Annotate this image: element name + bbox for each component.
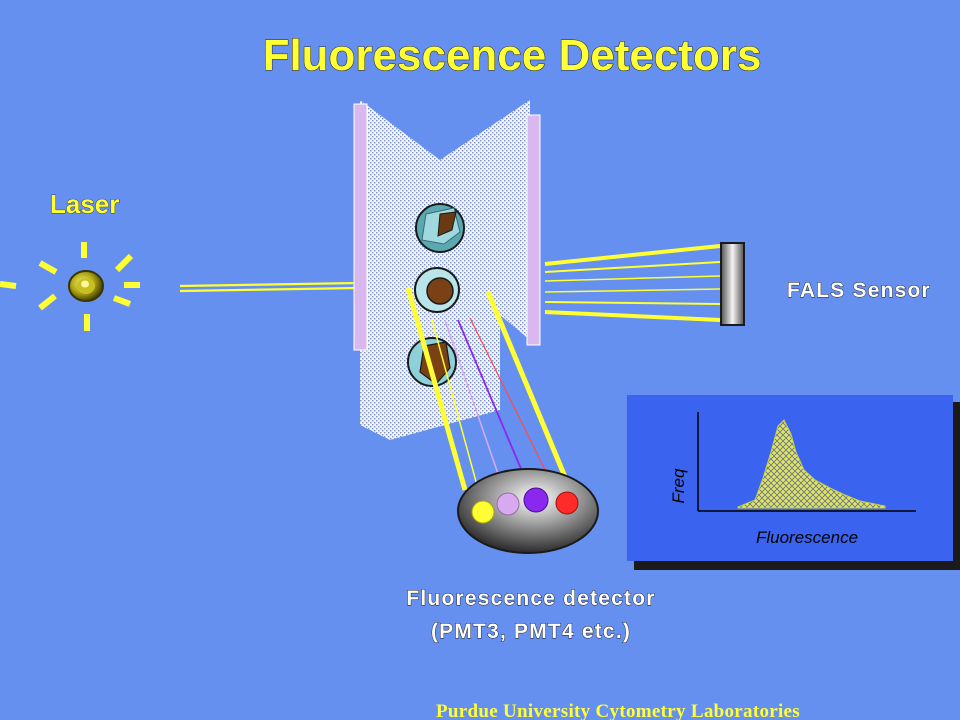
- forward-scatter-beams: [544, 244, 721, 322]
- detector-sublabel: (PMT3, PMT4 etc.): [431, 620, 631, 643]
- fals-sensor-icon: [720, 242, 745, 326]
- histogram-icon: Freq Fluorescence: [627, 395, 960, 570]
- cell-icon: [415, 203, 465, 253]
- histogram-x-label: Fluorescence: [756, 528, 858, 547]
- page-title: Fluorescence Detectors: [263, 31, 762, 80]
- footer-credit: Purdue University Cytometry Laboratories: [436, 701, 800, 720]
- cell-icon: [414, 267, 460, 313]
- pmt-detector-icon: [457, 468, 599, 554]
- laser-source-icon: [0, 242, 140, 331]
- histogram-y-label: Freq: [669, 468, 688, 504]
- laser-beam: [179, 281, 359, 293]
- fluorescence-emission-beams: [405, 287, 571, 501]
- detector-label: Fluorescence detector: [406, 587, 655, 610]
- laser-label: Laser: [50, 189, 119, 219]
- fals-sensor-label: FALS Sensor: [787, 279, 931, 302]
